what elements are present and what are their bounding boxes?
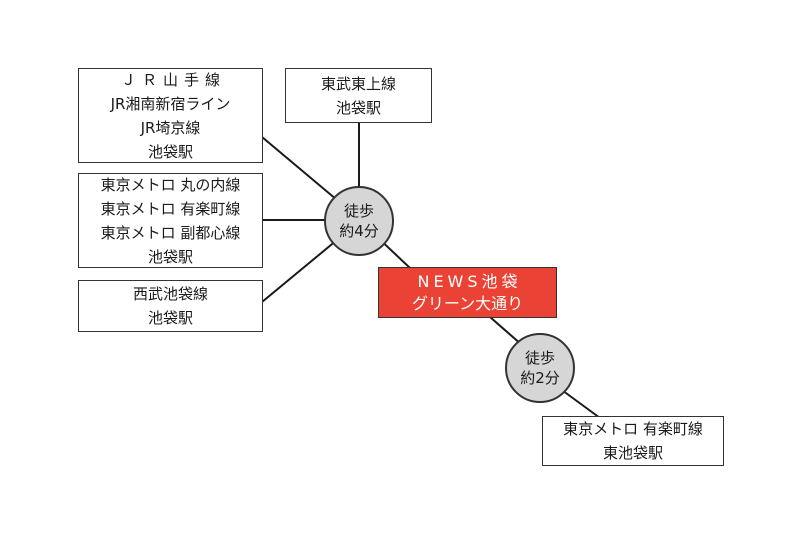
tobu-line-tojo: 東武東上線 (320, 74, 396, 93)
higashi-station-name: 東池袋駅 (602, 444, 663, 462)
station-box-jr: ＪＲ山手線 JR湘南新宿ライン JR埼京線 池袋駅 (78, 68, 263, 163)
tobu-station-name: 池袋駅 (335, 98, 381, 117)
seibu-station-name: 池袋駅 (147, 309, 193, 327)
connector-jr-to-hub (261, 136, 344, 206)
metro-station-name: 池袋駅 (147, 247, 193, 266)
walk-dest-label: 徒歩 (524, 349, 555, 367)
jr-line-saikyo: JR埼京線 (140, 118, 201, 137)
connector-seibu-to-hub (261, 234, 344, 303)
walk-dest-time: 約2分 (520, 369, 560, 387)
metro-line-fukutoshin: 東京メトロ 副都心線 (100, 223, 241, 242)
metro-line-marunouchi: 東京メトロ 丸の内線 (100, 175, 241, 194)
destination-box: NEWS池袋 グリーン大通り (378, 267, 557, 318)
walk-time-dest-circle: 徒歩 約2分 (505, 333, 575, 403)
station-box-tobu: 東武東上線 池袋駅 (285, 68, 432, 123)
higashi-line-yurakucho: 東京メトロ 有楽町線 (563, 420, 703, 438)
seibu-line-ikebukuro: 西武池袋線 (132, 285, 208, 303)
jr-line-yamanote: ＪＲ山手線 (120, 70, 226, 89)
destination-name: NEWS池袋 (417, 271, 522, 291)
station-box-higashi-ikebukuro: 東京メトロ 有楽町線 東池袋駅 (542, 416, 724, 466)
metro-line-yurakucho: 東京メトロ 有楽町線 (100, 199, 241, 218)
walk-hub-label: 徒歩 (343, 202, 374, 220)
destination-subname: グリーン大通り (411, 293, 524, 313)
walk-hub-time: 約4分 (339, 222, 379, 240)
jr-station-name: 池袋駅 (147, 142, 193, 161)
station-box-seibu: 西武池袋線 池袋駅 (78, 280, 263, 332)
walk-time-hub-circle: 徒歩 約4分 (324, 186, 394, 256)
jr-line-shonan-shinjuku: JR湘南新宿ライン (110, 94, 231, 113)
station-box-metro: 東京メトロ 丸の内線 東京メトロ 有楽町線 東京メトロ 副都心線 池袋駅 (78, 173, 263, 268)
